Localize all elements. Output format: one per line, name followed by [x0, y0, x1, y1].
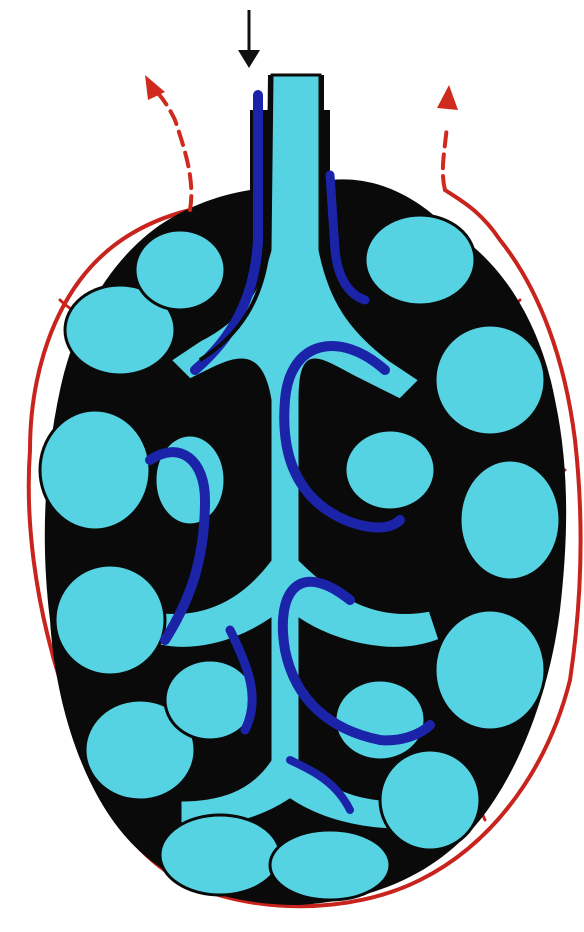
- alveolar-sac: [55, 565, 165, 675]
- alveolar-sac: [435, 610, 545, 730]
- alveolar-sac: [160, 815, 280, 895]
- alveolar-sac: [335, 680, 425, 760]
- alveolar-sac: [135, 230, 225, 310]
- arrow-up-icon: [145, 75, 191, 210]
- outflow-right-arrow-line: [443, 125, 447, 190]
- alveolar-sac: [345, 430, 435, 510]
- alveolar-sac: [270, 830, 390, 900]
- arrow-up-icon: [437, 85, 458, 190]
- alveolar-sac: [380, 750, 480, 850]
- alveolar-sac: [365, 215, 475, 305]
- alveolar-sac: [40, 410, 150, 530]
- outflow-left-arrow-line: [155, 90, 191, 210]
- arrow-down-icon: [238, 10, 260, 68]
- inflow-arrow-head: [238, 50, 260, 68]
- outflow-right-arrow-head: [437, 85, 458, 110]
- alveolar-sac: [460, 460, 560, 580]
- alveolar-sac: [435, 325, 545, 435]
